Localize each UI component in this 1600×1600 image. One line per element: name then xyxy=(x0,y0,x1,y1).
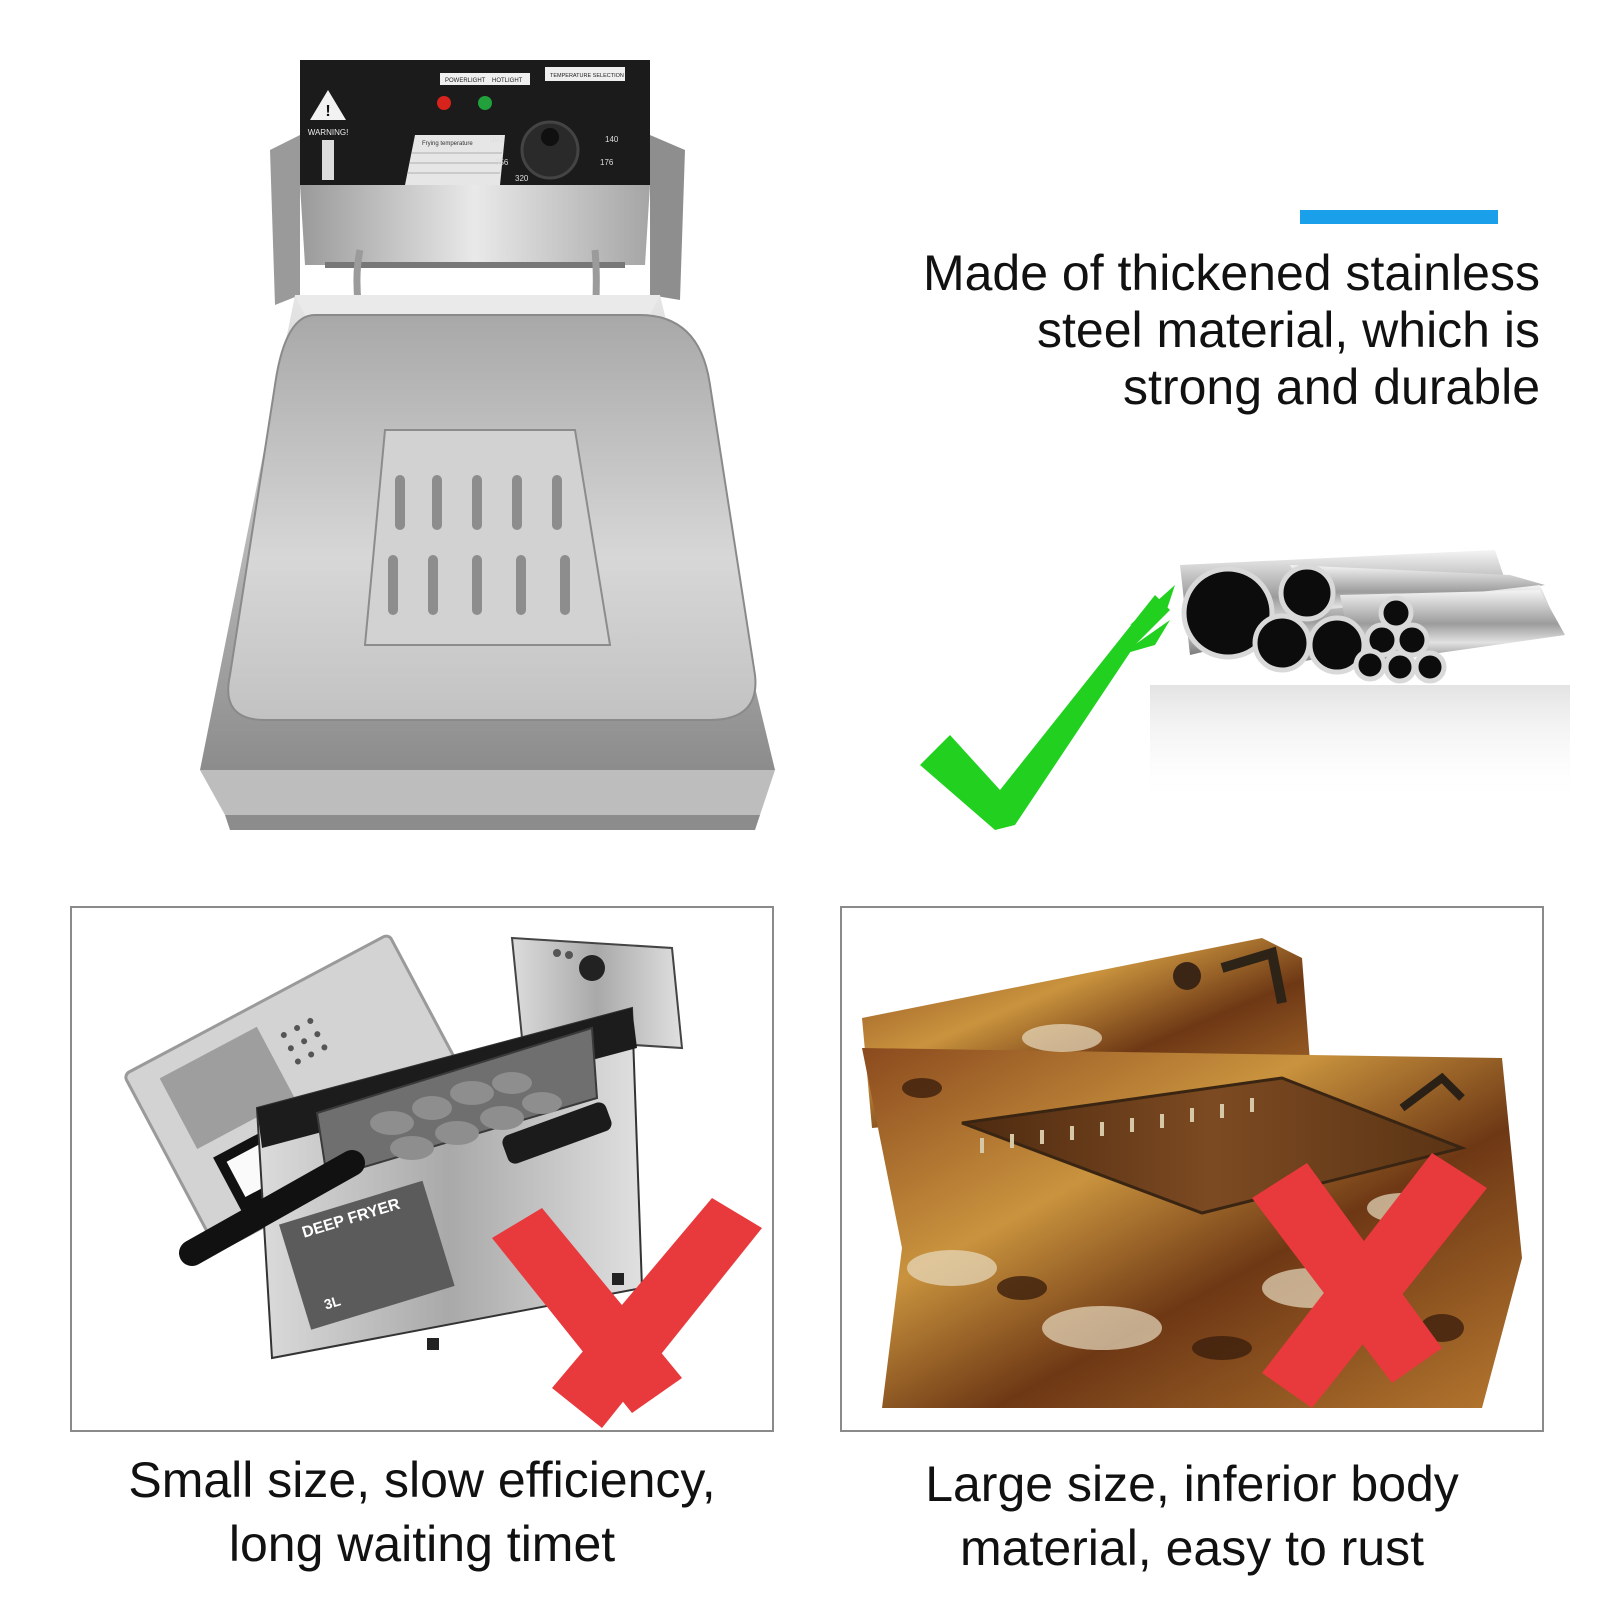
accent-bar xyxy=(1300,210,1498,224)
caption-rusty-fryer: Large size, inferior body material, easy… xyxy=(802,1452,1582,1580)
dial-tick-392: 392 xyxy=(490,135,504,144)
small-fryer-knob xyxy=(579,955,605,981)
dial-tick-356: 356 xyxy=(495,158,509,167)
comparison-panel-small-fryer: DEEP FRYER 3L xyxy=(70,906,774,1432)
capacity-label: 3L xyxy=(322,1292,343,1312)
cross-mark-icon xyxy=(1252,1153,1487,1408)
steel-pipes-image xyxy=(1150,550,1570,805)
benefit-line-3: strong and durable xyxy=(1123,359,1540,415)
small-fryer-image: DEEP FRYER 3L xyxy=(124,934,762,1428)
caption-rusty-fryer-line-2: material, easy to rust xyxy=(959,1520,1425,1576)
caption-rusty-fryer-line-1: Large size, inferior body xyxy=(925,1456,1459,1512)
comparison-panel-rusty-fryer xyxy=(840,906,1544,1432)
warning-icon: ! xyxy=(310,90,346,120)
stainless-fryer-image: ! WARNING! POWERLIGHT HOTLIGHT TEMPERATU… xyxy=(200,60,775,830)
caption-small-fryer: Small size, slow efficiency, long waitin… xyxy=(32,1448,812,1576)
power-light-label: POWERLIGHT xyxy=(445,78,486,84)
power-light-indicator xyxy=(437,96,451,110)
benefit-line-2: steel material, which is xyxy=(1037,302,1540,358)
hot-light-label: HOTLIGHT xyxy=(492,78,523,84)
caption-small-fryer-line-2: long waiting timet xyxy=(228,1516,616,1572)
dial-tick-320: 320 xyxy=(515,174,529,183)
dial-tick-176: 176 xyxy=(600,158,614,167)
check-mark-icon xyxy=(920,585,1175,830)
check-stroke xyxy=(920,595,1170,830)
rusty-fryer-image xyxy=(862,938,1522,1408)
benefit-headline: Made of thickened stainless steel materi… xyxy=(840,245,1540,416)
frying-temperature-label: Frying temperature xyxy=(422,141,473,147)
caption-small-fryer-line-1: Small size, slow efficiency, xyxy=(128,1452,716,1508)
svg-text:!: ! xyxy=(325,103,330,120)
dial-tick-140: 140 xyxy=(605,135,619,144)
hot-light-indicator xyxy=(478,96,492,110)
temperature-selection-label: TEMPERATURE SELECTION xyxy=(550,73,624,79)
warning-label: WARNING! xyxy=(308,128,349,137)
benefit-line-1: Made of thickened stainless xyxy=(922,245,1540,301)
thermostat-dial[interactable] xyxy=(520,120,580,180)
cross-mark-icon xyxy=(492,1198,762,1428)
